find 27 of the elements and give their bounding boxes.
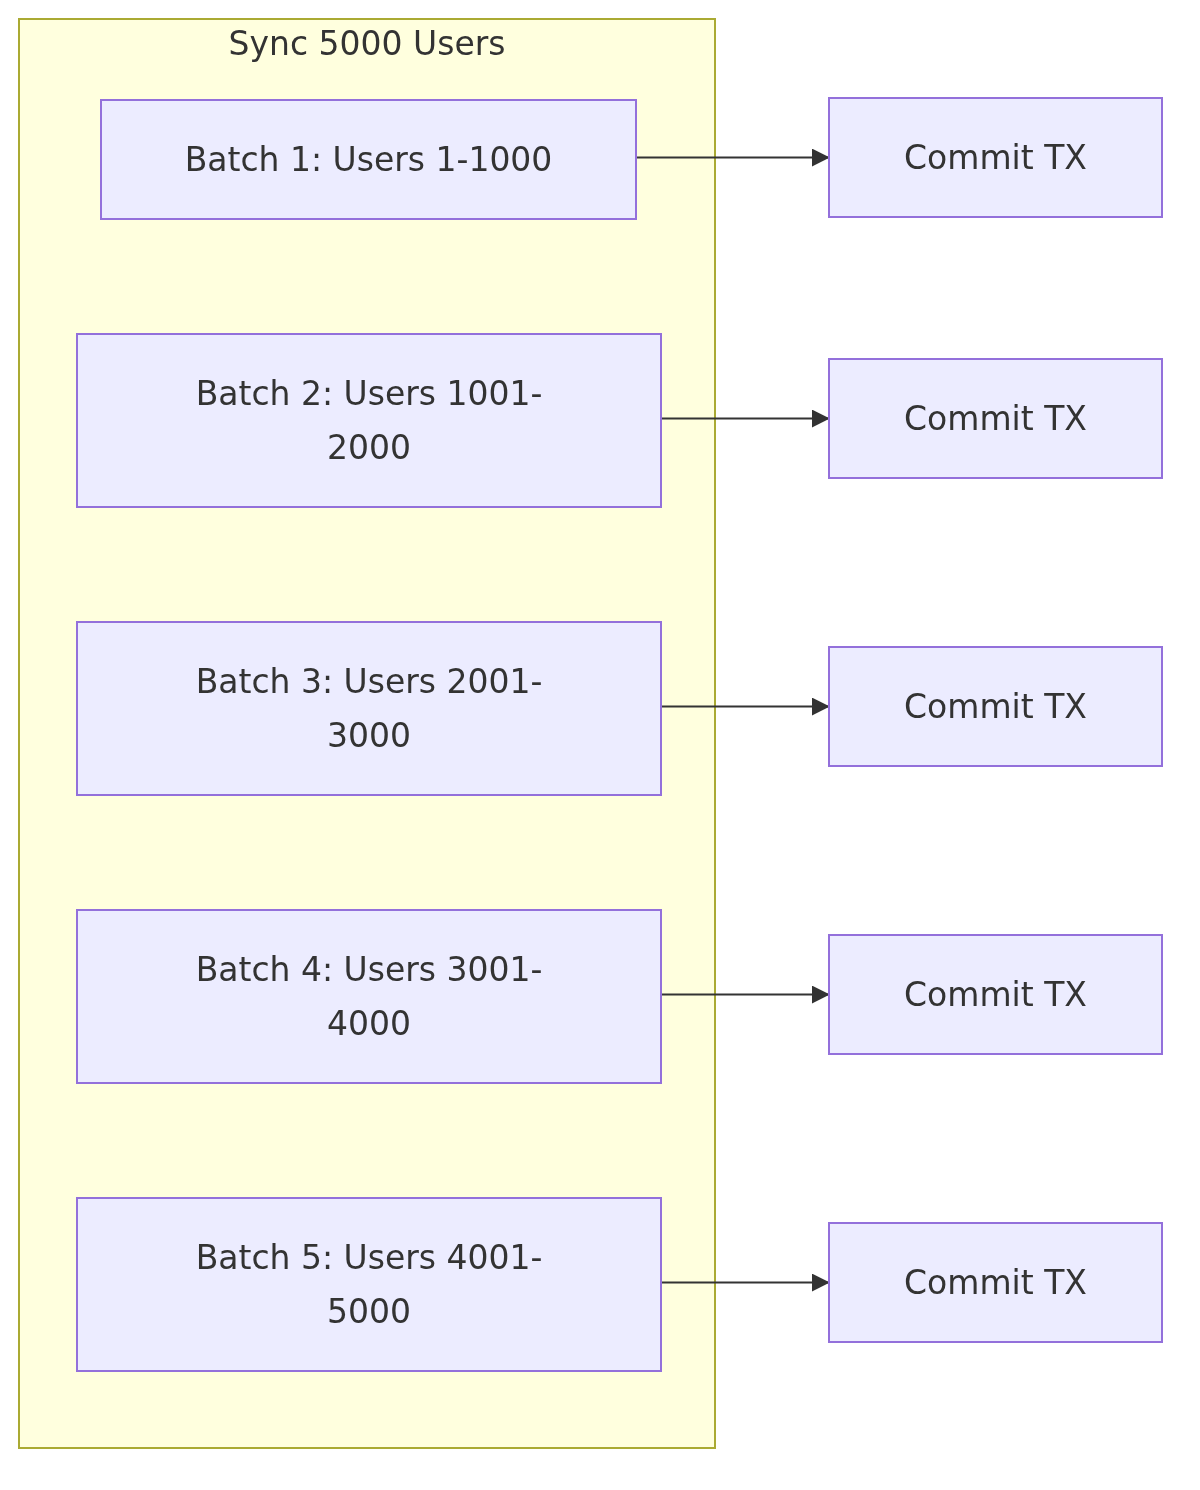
group-container — [18, 18, 716, 1449]
group-title: Sync 5000 Users — [227, 23, 507, 65]
node-label: Batch 2: Users 1001-2000 — [194, 372, 544, 469]
process-box — [828, 934, 1163, 1055]
process-box — [828, 1222, 1163, 1343]
node-label: Batch 1: Users 1-1000 — [184, 138, 553, 181]
node-label: Batch 4: Users 3001-4000 — [194, 948, 544, 1045]
node-label: Commit TX — [904, 685, 1087, 728]
arrow — [634, 148, 830, 167]
process-box — [76, 909, 662, 1084]
process-box — [76, 1197, 662, 1372]
process-box — [828, 358, 1163, 479]
node-label: Commit TX — [904, 973, 1087, 1016]
arrow — [659, 1273, 830, 1292]
node-label: Batch 5: Users 4001-5000 — [194, 1236, 544, 1333]
node-label: Batch 3: Users 2001-3000 — [194, 660, 544, 757]
process-box — [828, 97, 1163, 218]
process-box — [76, 333, 662, 508]
arrow — [659, 409, 830, 428]
node-label: Commit TX — [904, 136, 1087, 179]
process-box — [76, 621, 662, 796]
node-label: Commit TX — [904, 1261, 1087, 1304]
node-label: Commit TX — [904, 397, 1087, 440]
process-box — [100, 99, 637, 220]
arrow — [659, 697, 830, 716]
arrow — [659, 985, 830, 1004]
process-box — [828, 646, 1163, 767]
